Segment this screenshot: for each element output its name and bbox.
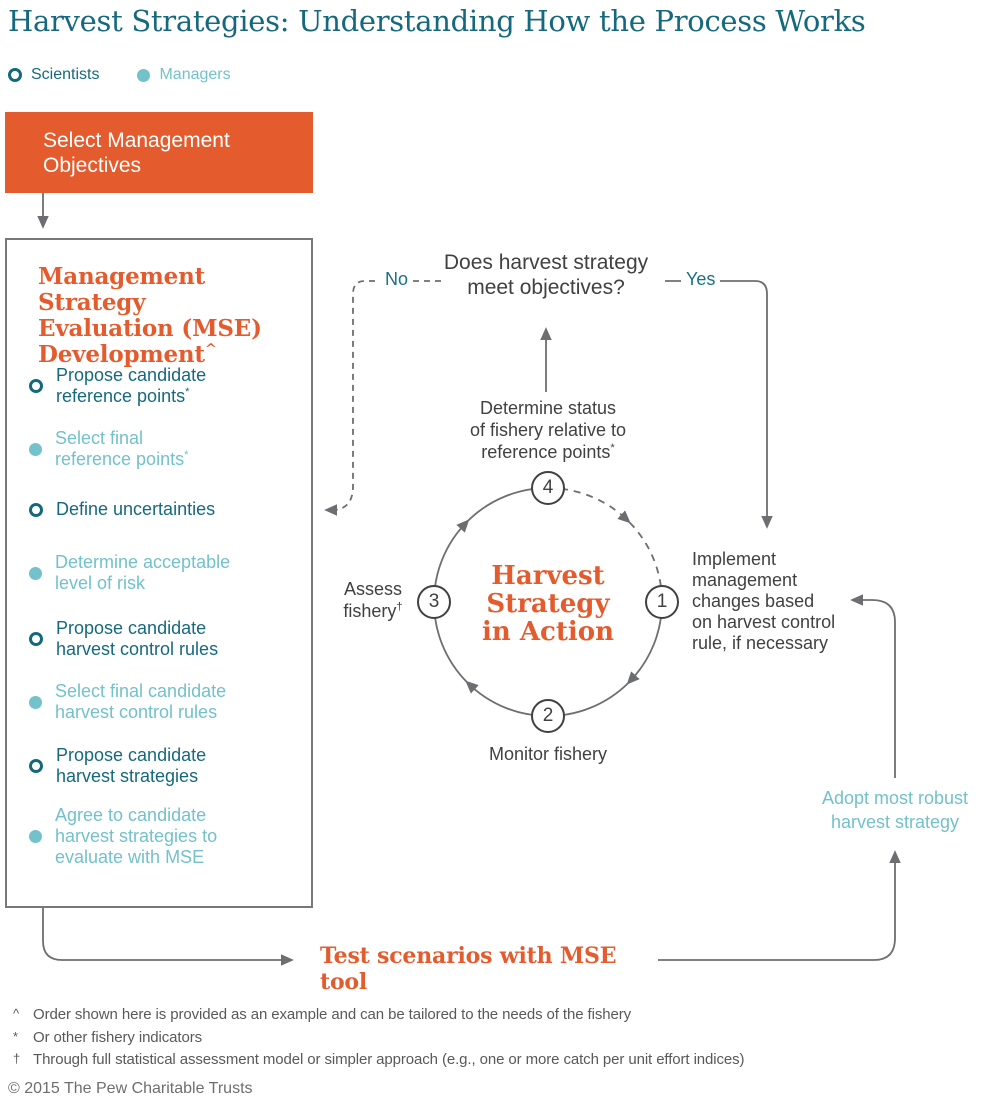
mse-step-4-label: Determine acceptable level of risk xyxy=(55,552,231,593)
mse-step-2: Select final reference points* xyxy=(29,428,299,470)
footnote-asterisk-symbol: * xyxy=(13,1029,18,1044)
mse-step-2-label: Select final reference points* xyxy=(55,428,189,469)
cycle-node-4: 4 xyxy=(531,471,565,505)
managers-dot-icon xyxy=(137,68,151,82)
mse-step-3: Define uncertainties xyxy=(29,499,299,520)
legend-managers-label: Managers xyxy=(159,66,231,83)
mse-development-box xyxy=(5,238,313,908)
select-objectives-label: Select Management Objectives xyxy=(43,129,230,177)
cycle-node-2-label: Monitor fishery xyxy=(488,744,608,764)
mse-step-6: Select final candidate harvest control r… xyxy=(29,681,299,723)
legend-managers: Managers xyxy=(137,66,231,84)
mse-step-3-label: Define uncertainties xyxy=(56,499,216,519)
yes-branch-label: Yes xyxy=(681,269,721,290)
page-title: Harvest Strategies: Understanding How th… xyxy=(8,4,866,38)
arrow-adopt-to-implement xyxy=(850,594,896,778)
footnote-caret-symbol: ^ xyxy=(13,1006,20,1021)
footnote-dagger-symbol: † xyxy=(13,1051,21,1066)
legend: Scientists Managers xyxy=(8,66,231,84)
managers-dot-icon xyxy=(29,442,42,456)
arrow-yes-branch xyxy=(665,280,773,529)
cycle-node-3: 3 xyxy=(417,585,451,619)
scientists-ring-icon xyxy=(8,68,22,82)
scientists-ring-icon xyxy=(29,632,43,646)
scientists-ring-icon xyxy=(29,379,43,393)
no-branch-label: No xyxy=(380,269,414,290)
cycle-node-2: 2 xyxy=(531,699,565,733)
legend-scientists-label: Scientists xyxy=(31,66,100,83)
mse-step-5-label: Propose candidate harvest control rules xyxy=(56,618,219,659)
footnote-caret: ^ Order shown here is provided as an exa… xyxy=(0,1006,631,1023)
mse-step-8-label: Agree to candidate harvest strategies to… xyxy=(55,805,218,867)
mse-step-1: Propose candidate reference points* xyxy=(29,365,299,407)
mse-heading: Management Strategy Evaluation (MSE) Dev… xyxy=(38,264,298,368)
mse-step-1-label: Propose candidate reference points* xyxy=(56,365,207,406)
cycle-node-3-label: Assess fishery† xyxy=(343,579,403,621)
footnote-caret-text: Order shown here is provided as an examp… xyxy=(33,1006,632,1023)
mse-step-4: Determine acceptable level of risk xyxy=(29,552,299,594)
footnote-asterisk: * Or other fishery indicators xyxy=(0,1029,202,1046)
scientists-ring-icon xyxy=(29,759,43,773)
cycle-arrow-3-to-4 xyxy=(456,519,470,533)
managers-dot-icon xyxy=(29,695,42,709)
mse-step-7-label: Propose candidate harvest strategies xyxy=(56,745,207,786)
cycle-arrow-4-to-1 xyxy=(617,510,631,524)
decision-question: Does harvest strategy meet objectives? xyxy=(443,251,649,299)
footnote-dagger: † Through full statistical assessment mo… xyxy=(0,1051,745,1068)
arrow-test-to-adopt xyxy=(658,850,901,961)
cycle-center-title: Harvest Strategy in Action xyxy=(482,561,614,647)
footnote-dagger-text: Through full statistical assessment mode… xyxy=(33,1051,745,1068)
mse-step-6-label: Select final candidate harvest control r… xyxy=(55,681,227,722)
managers-dot-icon xyxy=(29,830,42,843)
mse-heading-footnote-mark: ^ xyxy=(204,341,217,358)
cycle-node-1-label: Implement management changes based on ha… xyxy=(692,549,836,653)
mse-heading-text: Management Strategy Evaluation (MSE) Dev… xyxy=(38,263,262,368)
legend-scientists: Scientists xyxy=(8,66,99,84)
test-scenarios-label: Test scenarios with MSE tool xyxy=(320,943,617,995)
scientists-ring-icon xyxy=(29,502,43,517)
mse-step-5: Propose candidate harvest control rules xyxy=(29,618,299,660)
select-objectives-box: Select Management Objectives xyxy=(5,112,313,193)
footnote-asterisk-text: Or other fishery indicators xyxy=(33,1029,203,1046)
cycle-arrow-2-to-3 xyxy=(465,680,479,694)
cycle-arrow-1-to-2 xyxy=(626,671,640,685)
cycle-node-1: 1 xyxy=(645,585,679,619)
arrow-no-branch xyxy=(324,280,441,516)
cycle-node-4-label: Determine status of fishery relative to … xyxy=(469,398,627,462)
mse-step-8: Agree to candidate harvest strategies to… xyxy=(29,805,299,868)
adopt-strategy-label: Adopt most robust harvest strategy xyxy=(821,788,969,832)
arrow-mse-to-test xyxy=(42,908,294,966)
managers-dot-icon xyxy=(29,566,42,580)
copyright-notice: © 2015 The Pew Charitable Trusts xyxy=(8,1080,253,1097)
mse-step-7: Propose candidate harvest strategies xyxy=(29,745,299,787)
